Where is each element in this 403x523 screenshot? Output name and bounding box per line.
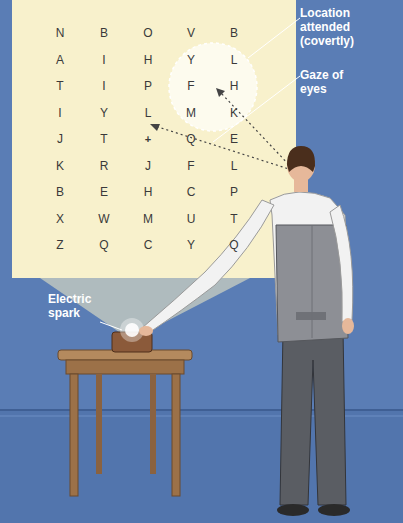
grid-letter: V bbox=[187, 26, 195, 40]
grid-letter: Q bbox=[229, 238, 238, 252]
grid-letter: M bbox=[186, 106, 196, 120]
grid-letter: Q bbox=[99, 238, 108, 252]
grid-letter: H bbox=[144, 185, 153, 199]
fixation-cross: + bbox=[145, 133, 151, 145]
grid-letter: C bbox=[144, 238, 153, 252]
table-leg bbox=[150, 374, 156, 474]
grid-letter: C bbox=[187, 185, 196, 199]
grid-letter: P bbox=[230, 185, 238, 199]
grid-letter: W bbox=[98, 212, 109, 226]
grid-letter: L bbox=[145, 106, 152, 120]
grid-letter: Q bbox=[186, 132, 195, 146]
grid-letter: F bbox=[187, 79, 194, 93]
grid-letter: Z bbox=[56, 238, 63, 252]
grid-letter: T bbox=[230, 212, 237, 226]
grid-letter: I bbox=[58, 106, 61, 120]
grid-letter: K bbox=[56, 159, 64, 173]
callout-label: Gaze of eyes bbox=[300, 68, 360, 96]
grid-letter: T bbox=[100, 132, 107, 146]
attention-line bbox=[220, 92, 292, 168]
leader-line bbox=[100, 322, 122, 330]
gaze-line bbox=[155, 126, 292, 170]
grid-letter: H bbox=[230, 79, 239, 93]
grid-letter: U bbox=[187, 212, 196, 226]
grid-letter: B bbox=[100, 26, 108, 40]
grid-letter: E bbox=[100, 185, 108, 199]
grid-letter: J bbox=[145, 159, 151, 173]
attention-circle bbox=[169, 43, 257, 131]
grid-letter: B bbox=[230, 26, 238, 40]
table-leg bbox=[70, 374, 78, 496]
grid-letter: J bbox=[57, 132, 63, 146]
grid-letter: E bbox=[230, 132, 238, 146]
grid-letter: Y bbox=[100, 106, 108, 120]
grid-letter: I bbox=[102, 79, 105, 93]
grid-letter: X bbox=[56, 212, 64, 226]
grid-letter: L bbox=[231, 53, 238, 67]
arrow-head bbox=[150, 124, 160, 131]
grid-letter: M bbox=[143, 212, 153, 226]
leader-line bbox=[248, 18, 300, 58]
grid-letter: P bbox=[144, 79, 152, 93]
grid-letter: B bbox=[56, 185, 64, 199]
grid-letter: O bbox=[143, 26, 152, 40]
man-figure bbox=[139, 146, 354, 516]
callout-label: Electric spark bbox=[48, 292, 110, 320]
table-apron bbox=[66, 360, 184, 374]
grid-letter: T bbox=[56, 79, 63, 93]
callout-label: Location attended (covertly) bbox=[300, 6, 380, 48]
grid-letter: K bbox=[230, 106, 238, 120]
table-leg bbox=[172, 374, 180, 496]
grid-letter: R bbox=[100, 159, 109, 173]
grid-letter: N bbox=[56, 26, 65, 40]
leader-line bbox=[213, 76, 300, 142]
grid-letter: Y bbox=[187, 238, 195, 252]
grid-letter: H bbox=[144, 53, 153, 67]
grid-letter: A bbox=[56, 53, 64, 67]
arrow-head bbox=[216, 88, 225, 97]
grid-letter: I bbox=[102, 53, 105, 67]
grid-letter: F bbox=[187, 159, 194, 173]
grid-letter: Y bbox=[187, 53, 195, 67]
table-leg bbox=[96, 374, 102, 474]
grid-letter: L bbox=[231, 159, 238, 173]
